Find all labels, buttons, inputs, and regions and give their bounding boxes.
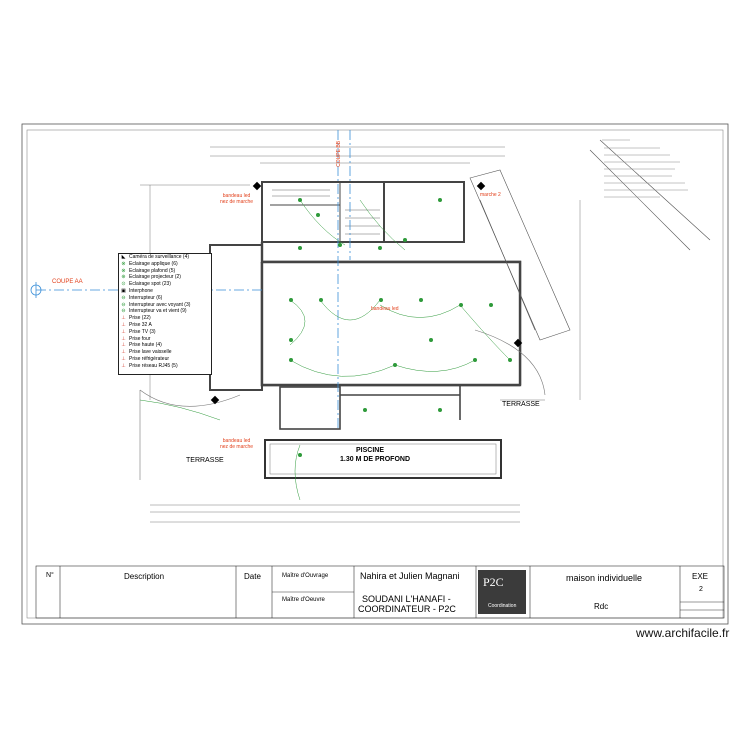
cartouche-col-date: Date: [244, 572, 261, 581]
coordinator-line1: SOUDANI L'HANAFI -: [362, 594, 451, 604]
legend-item-label: Prise four: [129, 335, 151, 342]
legend-item-label: Prise TV (3): [129, 328, 156, 335]
terrace-lines: [139, 329, 546, 480]
maitre-oeuvre-label: Maître d'Oeuvre: [282, 597, 325, 603]
legend-symbol-icon: ⊥: [121, 335, 126, 342]
coordinator-line2: COORDINATEUR - P2C: [358, 604, 456, 614]
legend-item-label: Prise (22): [129, 315, 151, 322]
pool-title: PISCINE: [356, 447, 385, 454]
legend-item: ⊕Eclairage projecteur (2): [119, 274, 211, 281]
legend-symbol-icon: ⊗: [121, 260, 126, 267]
legend-item: ⊖Interrupteur avec voyant (3): [119, 302, 211, 309]
label-marche: marche 2: [480, 192, 501, 198]
coupe-bb-label: COUPE BB: [336, 141, 342, 167]
client-name: Nahira et Julien Magnani: [360, 571, 460, 581]
label-bandeau-bottom: bandeau led nez de marche: [220, 438, 254, 450]
legend-item-label: Interrupteur va et vient (9): [129, 308, 187, 315]
legend-item-label: Interphone: [129, 287, 153, 294]
terrace-left-label: TERRASSE: [186, 457, 224, 464]
stair-hatch: [272, 189, 380, 235]
pool-outline: [264, 439, 502, 479]
legend-symbol-icon: ⊥: [121, 321, 126, 328]
legend-item: ⊥Prise haute (4): [119, 342, 211, 349]
level-label: Rdc: [594, 602, 609, 611]
legend-item: ⊖Interrupteur (6): [119, 295, 211, 302]
legend-item-label: Eclairage spot (23): [129, 281, 171, 288]
p2c-logo-box: [478, 570, 526, 614]
legend-item-label: Prise haute (4): [129, 342, 162, 349]
legend-symbol-icon: ⊗: [121, 267, 126, 274]
legend-symbol-icon: ⊖: [121, 294, 126, 301]
legend-symbol-icon: ⊥: [121, 328, 126, 335]
pool-depth: 1.30 M DE PROFOND: [340, 456, 411, 463]
legend-item-label: Interrupteur avec voyant (3): [129, 301, 191, 308]
upper-rooms-walls: [261, 181, 465, 243]
legend-item: ⊗Eclairage applique (6): [119, 261, 211, 268]
legend-symbol-icon: ⊥: [121, 349, 126, 356]
legend-symbol-icon: ⊖: [121, 301, 126, 308]
legend-item-label: Prise 32 A: [129, 321, 152, 328]
legend-symbol-icon: ⊕: [121, 274, 126, 281]
legend-item: ⊥Prise TV (3): [119, 329, 211, 336]
legend-item-label: Caméra de surveillance (4): [129, 254, 190, 260]
legend-item: ▣Interphone: [119, 288, 211, 295]
legend-item: ⊥Prise réfrigérateur: [119, 356, 211, 363]
camera-symbols: [210, 181, 523, 405]
legend-item-label: Eclairage projecteur (2): [129, 274, 181, 281]
top-dimension-lines: [140, 146, 505, 186]
legend-item: ⊥Prise (22): [119, 315, 211, 322]
p2c-logo-letters: P2C: [483, 575, 504, 589]
terrace-right-label: TERRASSE: [502, 401, 540, 408]
legend-item: ⊥Prise four: [119, 336, 211, 343]
electrical-symbols: [289, 198, 512, 457]
section-markers: [30, 282, 42, 298]
title-block-frame: [35, 565, 725, 619]
legend-item: ⊥Prise lave vaisselle: [119, 349, 211, 356]
legend-symbol-icon: ⊥: [121, 342, 126, 349]
legend-item: ◣Caméra de surveillance (4): [119, 254, 211, 261]
phase-label: EXE: [692, 572, 709, 581]
project-name: maison individuelle: [566, 573, 643, 583]
legend-symbol-icon: ⊥: [121, 315, 126, 322]
lower-rooms-walls: [279, 385, 461, 430]
legend-item: ⊖Interrupteur va et vient (9): [119, 308, 211, 315]
notes-block: [602, 139, 688, 198]
legend-symbol-icon: ⊥: [121, 362, 126, 369]
legend-item: ⊗Eclairage plafond (5): [119, 268, 211, 275]
symbol-legend: ◣Caméra de surveillance (4)⊗Eclairage ap…: [118, 253, 212, 375]
legend-item: ⊥Prise 32 A: [119, 322, 211, 329]
legend-symbol-icon: ⊥: [121, 355, 126, 362]
watermark-url[interactable]: www.archifacile.fr: [636, 626, 730, 640]
legend-item-label: Eclairage plafond (5): [129, 267, 176, 274]
legend-item-label: Prise lave vaisselle: [129, 349, 172, 356]
legend-item: ⊙Eclairage spot (23): [119, 281, 211, 288]
legend-symbol-icon: ◣: [121, 254, 126, 260]
left-annex-walls: [209, 244, 263, 391]
sheet-number: 2: [699, 586, 703, 593]
coupe-aa-label: COUPE AA: [52, 279, 83, 285]
legend-symbol-icon: ⊙: [121, 281, 126, 288]
label-bandeau-top: bandeau led nez de marche: [220, 193, 254, 205]
cartouche-col-num: N°: [46, 572, 54, 579]
legend-symbol-icon: ⊖: [121, 308, 126, 315]
label-bandeau-center: bandeau led: [371, 306, 399, 312]
electrical-circuits: [139, 199, 511, 501]
maitre-ouvrage-label: Maître d'Ouvrage: [282, 573, 329, 579]
sheet-outer-frame: [21, 123, 729, 625]
legend-symbol-icon: ▣: [121, 287, 126, 294]
legend-item-label: Interrupteur (6): [129, 294, 163, 301]
legend-item: ⊥Prise réseau RJ45 (5): [119, 363, 211, 370]
cartouche-col-description: Description: [124, 572, 165, 581]
bottom-dimension-lines: [150, 504, 520, 523]
p2c-logo-sub: Coordination: [488, 603, 517, 609]
legend-item-label: Eclairage applique (6): [129, 260, 178, 267]
legend-item-label: Prise réfrigérateur: [129, 355, 170, 362]
legend-item-label: Prise réseau RJ45 (5): [129, 362, 178, 369]
